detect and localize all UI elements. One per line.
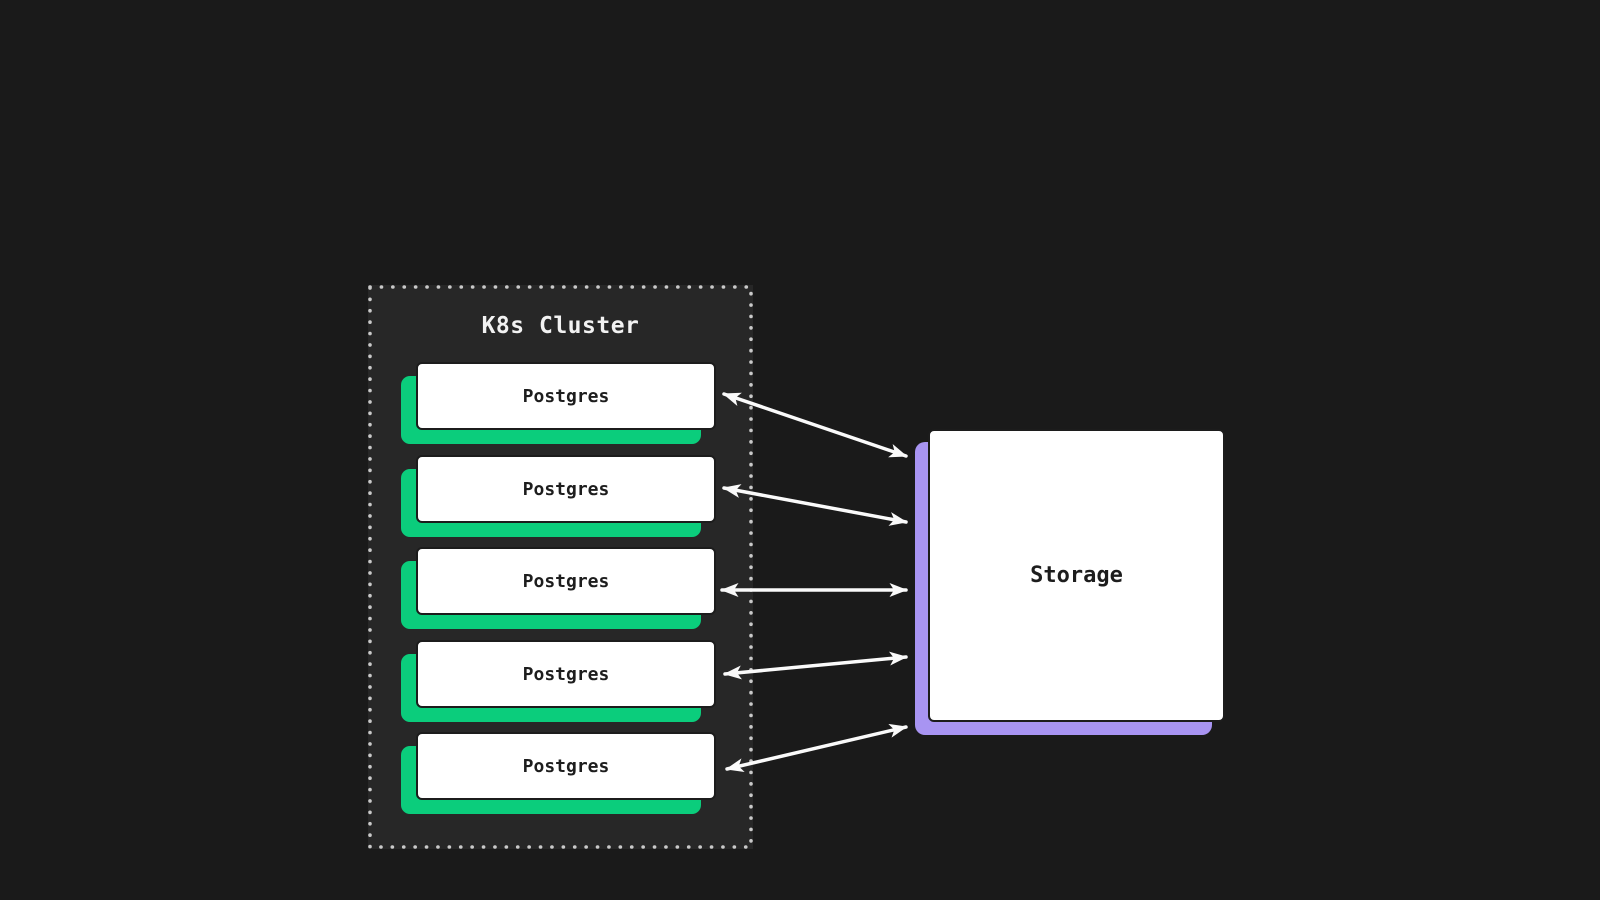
node-label: Postgres bbox=[522, 663, 610, 685]
postgres-node-5: Postgres bbox=[401, 732, 716, 814]
node-box: Postgres bbox=[416, 640, 716, 708]
postgres-node-3: Postgres bbox=[401, 547, 716, 629]
node-label: Postgres bbox=[522, 570, 610, 592]
storage-label: Storage bbox=[1030, 563, 1123, 588]
node-label: Postgres bbox=[522, 755, 610, 777]
k8s-cluster-group: K8s Cluster Postgres Postgres Postgres P… bbox=[368, 285, 753, 849]
node-label: Postgres bbox=[522, 478, 610, 500]
node-box: Postgres bbox=[416, 547, 716, 615]
cluster-title: K8s Cluster bbox=[481, 313, 640, 339]
node-box: Postgres bbox=[416, 362, 716, 430]
edge-postgres-5-storage bbox=[725, 723, 908, 773]
postgres-node-4: Postgres bbox=[401, 640, 716, 722]
node-label: Postgres bbox=[522, 385, 610, 407]
node-box: Postgres bbox=[416, 455, 716, 523]
node-box: Postgres bbox=[416, 732, 716, 800]
storage-node: Storage bbox=[915, 429, 1225, 735]
postgres-node-2: Postgres bbox=[401, 455, 716, 537]
postgres-node-1: Postgres bbox=[401, 362, 716, 444]
storage-box: Storage bbox=[928, 429, 1225, 722]
